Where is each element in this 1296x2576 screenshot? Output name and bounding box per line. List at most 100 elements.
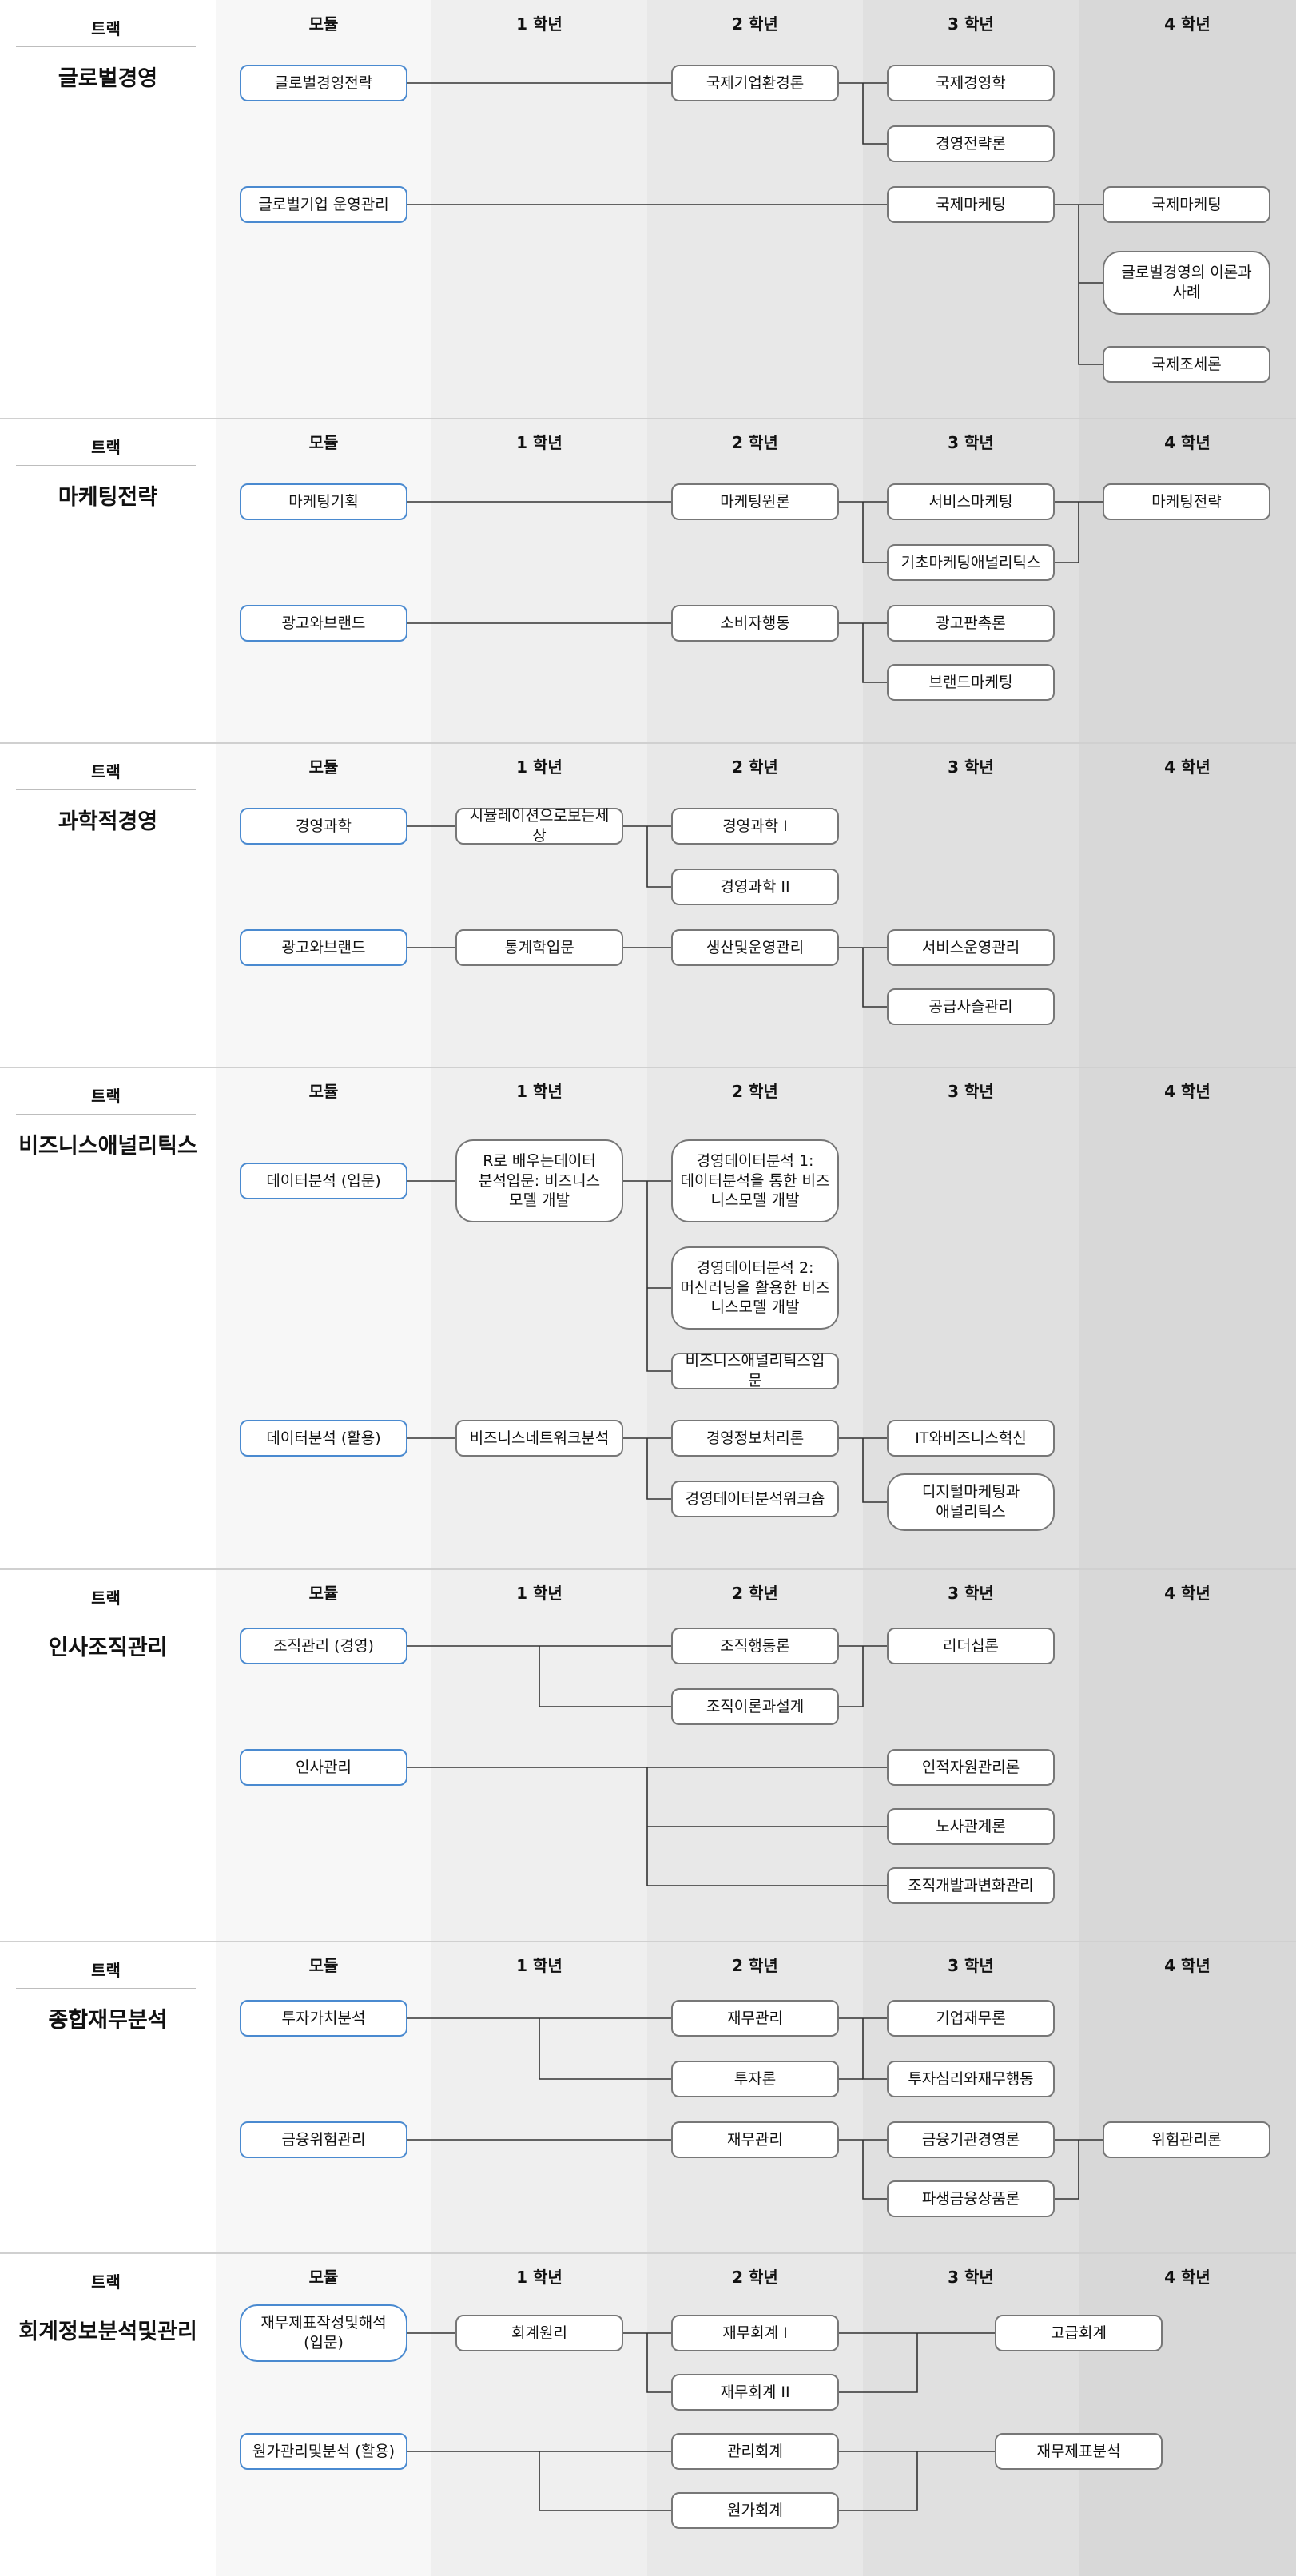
column-header-y2: 2 학년 [732, 757, 778, 777]
course-box: 경영데이터분석워크숍 [671, 1481, 839, 1517]
module-box: 조직관리 (경영) [240, 1628, 407, 1664]
column-header-y2: 2 학년 [732, 433, 778, 452]
course-box: 경영과학 II [671, 869, 839, 905]
module-box: 데이터분석 (입문) [240, 1163, 407, 1199]
course-box: 디지털마케팅과 애널리틱스 [887, 1473, 1055, 1531]
column-background [1079, 1569, 1296, 1942]
course-box: 재무회계 I [671, 2315, 839, 2351]
course-box: 조직이론과설계 [671, 1688, 839, 1725]
module-box: 광고와브랜드 [240, 605, 407, 642]
track-divider [0, 1568, 1296, 1570]
track-name: 과학적경영 [58, 809, 158, 834]
course-box: 국제기업환경론 [671, 65, 839, 101]
course-box: 경영과학 I [671, 808, 839, 845]
track-header-label: 트랙 [91, 762, 121, 781]
module-box: 광고와브랜드 [240, 929, 407, 966]
track-name: 인사조직관리 [48, 1636, 168, 1660]
column-header-y1: 1 학년 [516, 14, 563, 34]
connector-lines [407, 825, 887, 1008]
column-header-y3: 3 학년 [948, 14, 994, 34]
connector-lines [407, 501, 1103, 683]
course-box: 리더십론 [887, 1628, 1055, 1664]
course-box: R로 배우는데이터 분석입문: 비즈니스 모델 개발 [455, 1139, 623, 1222]
column-background [0, 0, 216, 419]
column-header-y3: 3 학년 [948, 433, 994, 452]
track-divider [0, 742, 1296, 744]
column-header-y4: 4 학년 [1164, 1082, 1211, 1101]
course-box: 투자론 [671, 2061, 839, 2097]
track-name: 글로벌경영 [58, 66, 158, 91]
connector-line [539, 1646, 671, 1707]
column-background [431, 743, 647, 1067]
connector-lines [407, 82, 1103, 365]
module-box: 마케팅기획 [240, 483, 407, 520]
column-header-module: 모듈 [308, 1584, 339, 1603]
course-box: 고급회계 [995, 2315, 1163, 2351]
column-header-y2: 2 학년 [732, 14, 778, 34]
course-box: 서비스운영관리 [887, 929, 1055, 966]
column-header-y4: 4 학년 [1164, 1956, 1211, 1975]
connector-line [862, 83, 887, 145]
module-box: 글로벌경영전략 [240, 65, 407, 101]
column-background [0, 1569, 216, 1942]
course-box: 마케팅전략 [1103, 483, 1270, 520]
column-header-y4: 4 학년 [1164, 757, 1211, 777]
course-box: 회계원리 [455, 2315, 623, 2351]
connector-line [839, 2333, 918, 2393]
connector-line [646, 1767, 887, 1886]
course-box: 원가회계 [671, 2492, 839, 2529]
connector-line [646, 1181, 671, 1372]
column-background [431, 419, 647, 743]
column-background [216, 419, 431, 743]
connector-line [862, 502, 887, 563]
track-name: 마케팅전략 [58, 485, 158, 510]
course-box: 마케팅원론 [671, 483, 839, 520]
column-background [1079, 743, 1296, 1067]
track-header-label: 트랙 [91, 2272, 121, 2292]
column-header-y1: 1 학년 [516, 757, 563, 777]
course-box: 경영전략론 [887, 125, 1055, 162]
column-header-y1: 1 학년 [516, 1584, 563, 1603]
course-box: 국제경영학 [887, 65, 1055, 101]
course-box: 국제마케팅 [1103, 186, 1270, 223]
module-box: 금융위험관리 [240, 2121, 407, 2158]
column-background [216, 743, 431, 1067]
column-background [1079, 419, 1296, 743]
course-box: 서비스마케팅 [887, 483, 1055, 520]
column-header-module: 모듈 [308, 2268, 339, 2287]
module-box: 투자가치분석 [240, 2000, 407, 2037]
course-box: 위험관리론 [1103, 2121, 1270, 2158]
course-box: 노사관계론 [887, 1808, 1055, 1845]
course-box: 재무관리 [671, 2121, 839, 2158]
track-header-label: 트랙 [91, 1087, 121, 1106]
connector-line [862, 623, 887, 683]
course-box: 공급사슬관리 [887, 988, 1055, 1025]
column-header-y3: 3 학년 [948, 1082, 994, 1101]
track-header-label: 트랙 [91, 438, 121, 457]
track-divider [0, 418, 1296, 419]
connector-lines [407, 1180, 887, 1503]
divider [16, 46, 196, 47]
column-header-y3: 3 학년 [948, 757, 994, 777]
connector-line [839, 1646, 864, 1707]
column-header-y1: 1 학년 [516, 2268, 563, 2287]
course-box: 기초마케팅애널리틱스 [887, 544, 1055, 581]
column-background [0, 1067, 216, 1569]
course-box: 광고판촉론 [887, 605, 1055, 642]
column-header-y3: 3 학년 [948, 1956, 994, 1975]
column-background [0, 743, 216, 1067]
column-header-y2: 2 학년 [732, 2268, 778, 2287]
column-background [431, 2253, 647, 2576]
connector-line [862, 1438, 887, 1503]
module-box: 데이터분석 (활용) [240, 1420, 407, 1457]
course-box: 경영데이터분석 1: 데이터분석을 통한 비즈 니스모델 개발 [671, 1139, 839, 1222]
course-box: 경영데이터분석 2: 머신러닝을 활용한 비즈 니스모델 개발 [671, 1246, 839, 1330]
connector-lines [407, 1645, 887, 1886]
column-header-y4: 4 학년 [1164, 14, 1211, 34]
track-divider [0, 2252, 1296, 2254]
column-background [431, 1942, 647, 2253]
